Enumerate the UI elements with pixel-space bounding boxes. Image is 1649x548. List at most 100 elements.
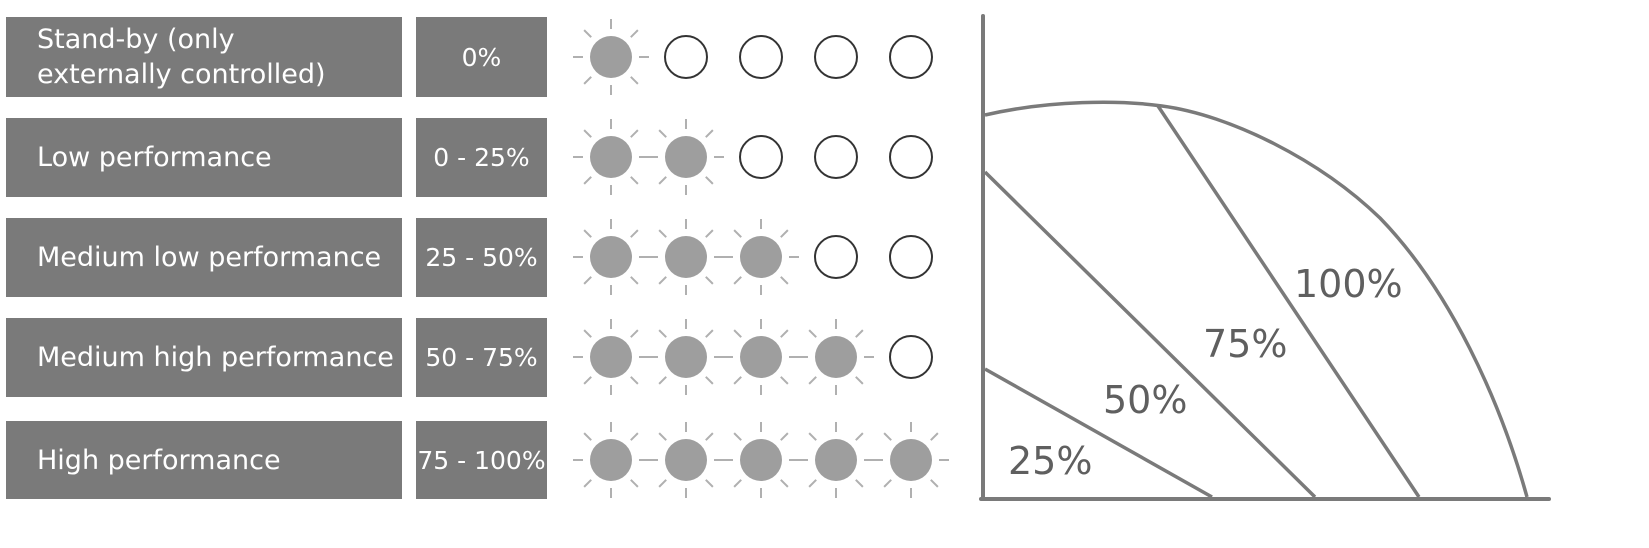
lamp-ray (855, 432, 864, 441)
lamp-ray (808, 479, 817, 488)
lamp-ray (583, 76, 592, 85)
lamp-off-icon (739, 135, 783, 179)
level-label-standby: Stand-by (only externally controlled) (6, 17, 402, 97)
lamp-lit-icon (723, 422, 799, 498)
lamp-ray (780, 376, 789, 385)
lamp-lit-icon (648, 319, 724, 395)
level-label-low: Low performance (6, 118, 402, 197)
lamp-lit-icon (648, 119, 724, 195)
level-range-standby: 0% (416, 17, 547, 97)
outer-curve-100 (984, 100, 1529, 498)
level-range-text: 25 - 50% (425, 243, 538, 272)
lamp-ray (930, 432, 939, 441)
lamp-ray (658, 479, 667, 488)
lamp-ray (658, 432, 667, 441)
lamp-ray (780, 276, 789, 285)
lamp-off-circle (739, 35, 783, 79)
lamp-ray (630, 176, 639, 185)
level-range-medium-low: 25 - 50% (416, 218, 547, 297)
zone-label-100: 100% (1294, 262, 1403, 306)
lamp-lit-circle (740, 439, 782, 481)
lamp-lit-circle (590, 36, 632, 78)
lamp-ray (583, 479, 592, 488)
lamp-off-circle (739, 135, 783, 179)
lamp-lit-circle (815, 439, 857, 481)
lamp-off-circle (889, 335, 933, 379)
lamp-ray (733, 329, 742, 338)
lamp-off-icon (814, 135, 858, 179)
lamp-ray (583, 376, 592, 385)
lamp-off-circle (814, 35, 858, 79)
lamp-lit-circle (740, 236, 782, 278)
lamp-ray (705, 376, 714, 385)
lamp-lit-icon (798, 422, 874, 498)
lamp-ray (658, 129, 667, 138)
line-50 (983, 170, 1317, 499)
lamp-off-circle (664, 35, 708, 79)
lamp-off-icon (739, 35, 783, 79)
lamp-ray (583, 176, 592, 185)
lamp-ray (883, 432, 892, 441)
zone-label-25: 25% (1008, 439, 1092, 483)
lamp-lit-circle (590, 439, 632, 481)
lamp-lit-circle (665, 236, 707, 278)
lamp-lit-icon (873, 422, 949, 498)
lamp-off-icon (889, 335, 933, 379)
lamp-ray (630, 29, 639, 38)
lamp-ray (808, 432, 817, 441)
lamp-ray (705, 176, 714, 185)
lamp-ray (705, 276, 714, 285)
lamp-off-icon (664, 35, 708, 79)
lamp-lit-circle (590, 236, 632, 278)
level-range-high: 75 - 100% (416, 421, 547, 499)
lamp-off-icon (889, 135, 933, 179)
lamp-lit-circle (665, 439, 707, 481)
lamp-lit-icon (573, 219, 649, 295)
lamp-off-icon (814, 35, 858, 79)
level-range-text: 0 - 25% (433, 143, 530, 172)
level-label-high: High performance (6, 421, 402, 499)
lamp-ray (583, 432, 592, 441)
lamp-ray (808, 329, 817, 338)
lamp-lit-icon (798, 319, 874, 395)
zone-label-50: 50% (1103, 378, 1187, 422)
lamp-lit-icon (648, 219, 724, 295)
lamp-off-icon (814, 235, 858, 279)
lamp-lit-circle (815, 336, 857, 378)
lamp-lit-circle (665, 136, 707, 178)
lamp-lit-circle (665, 336, 707, 378)
lamp-off-circle (814, 235, 858, 279)
lamp-lit-icon (573, 422, 649, 498)
lamp-ray (630, 376, 639, 385)
lamp-ray (930, 479, 939, 488)
lamp-ray (780, 479, 789, 488)
lamp-ray (705, 129, 714, 138)
lamp-lit-icon (573, 319, 649, 395)
level-label-text: Low performance (37, 142, 272, 173)
lamp-ray (658, 376, 667, 385)
level-label-medium-low: Medium low performance (6, 218, 402, 297)
lamp-ray (630, 276, 639, 285)
lamp-ray (630, 129, 639, 138)
lamp-ray (855, 479, 864, 488)
lamp-lit-icon (573, 19, 649, 95)
lamp-ray (883, 479, 892, 488)
lamp-ray (658, 329, 667, 338)
lamp-ray (705, 229, 714, 238)
lamp-lit-circle (890, 439, 932, 481)
lamp-ray (780, 229, 789, 238)
lamp-off-icon (889, 235, 933, 279)
lamp-off-circle (889, 135, 933, 179)
lamp-ray (733, 276, 742, 285)
line-25 (984, 367, 1213, 499)
lamp-lit-icon (573, 119, 649, 195)
lamp-ray (855, 376, 864, 385)
lamp-ray (733, 479, 742, 488)
lamp-ray (658, 229, 667, 238)
lamp-ray (658, 276, 667, 285)
lamp-lit-circle (740, 336, 782, 378)
level-range-low: 0 - 25% (416, 118, 547, 197)
lamp-ray (780, 329, 789, 338)
level-label-text: Medium low performance (37, 242, 382, 273)
